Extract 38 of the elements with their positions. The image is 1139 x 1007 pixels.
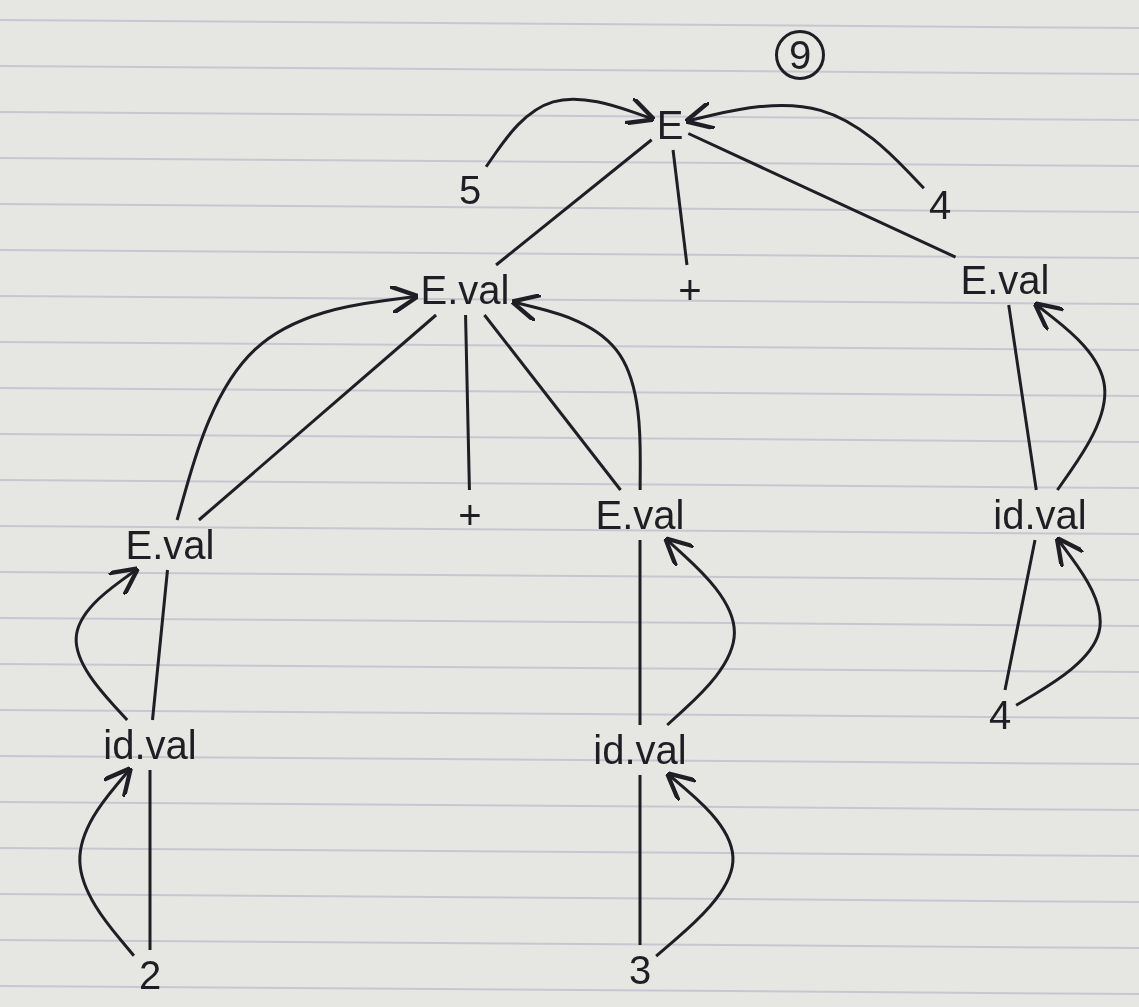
tree-branch bbox=[671, 149, 689, 266]
tree-label: 4 bbox=[926, 183, 954, 227]
arrow bbox=[78, 765, 136, 957]
arrow bbox=[663, 536, 736, 727]
arrow bbox=[1015, 535, 1102, 707]
tree-branch bbox=[1007, 304, 1038, 491]
tree-label: E.val bbox=[123, 523, 217, 567]
tree-label: 4 bbox=[986, 693, 1014, 737]
tree-label: id.val bbox=[591, 728, 689, 772]
tree-label: id.val bbox=[991, 493, 1089, 537]
tree-label: 2 bbox=[136, 953, 164, 997]
tree-label: + bbox=[456, 493, 484, 537]
tree-branch bbox=[638, 540, 642, 725]
tree-branch bbox=[687, 132, 957, 259]
tree-branch bbox=[638, 775, 642, 945]
tree-branch bbox=[148, 770, 152, 950]
tree-label: E bbox=[654, 103, 686, 147]
tree-branch bbox=[1003, 539, 1037, 691]
tree-branch bbox=[197, 313, 438, 522]
arrow bbox=[484, 95, 657, 168]
tree-branch bbox=[483, 314, 622, 491]
tree-branch bbox=[464, 314, 471, 491]
tree-branch bbox=[151, 569, 169, 721]
circled-number: 9 bbox=[775, 30, 825, 80]
tree-branch bbox=[495, 138, 653, 267]
arrow bbox=[655, 771, 735, 958]
tree-label: 5 bbox=[456, 168, 484, 212]
arrow bbox=[1032, 301, 1107, 491]
tree-label: E.val bbox=[418, 268, 512, 312]
arrow bbox=[683, 99, 925, 190]
arrow bbox=[509, 292, 642, 490]
tree-label: 3 bbox=[626, 948, 654, 992]
arrow bbox=[74, 566, 141, 721]
tree-label: + bbox=[676, 268, 704, 312]
tree-label: id.val bbox=[101, 723, 199, 767]
arrow bbox=[175, 284, 421, 521]
tree-label: E.val bbox=[958, 258, 1052, 302]
tree-label: E.val bbox=[593, 493, 687, 537]
